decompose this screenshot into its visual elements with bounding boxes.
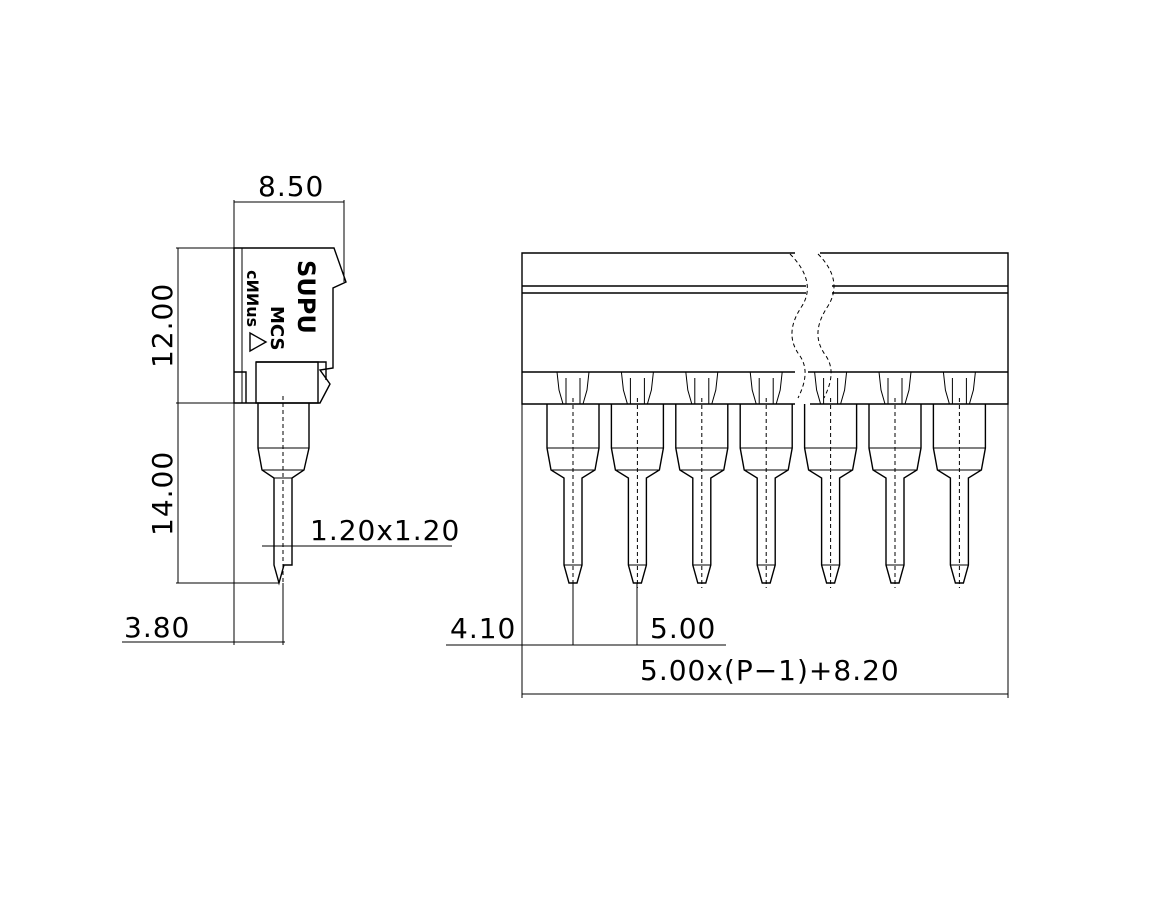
break-line-left [789,253,808,399]
side-socket-window [255,361,319,404]
pin-body [932,404,987,584]
ul-marking: cИИus [243,270,262,327]
dim-pitch-label: 5.00 [650,612,716,645]
pin-body [739,404,793,584]
pin-socket-contact [620,371,654,405]
break-line-right [817,253,835,399]
dim-pin-length-label-group: 14.00 [146,451,179,536]
dim-height-label: 12.00 [146,283,179,368]
pin-body [610,404,665,584]
pin-socket-contact [814,371,848,405]
pin-body [868,404,922,584]
front-housing-left [521,252,795,405]
front-pin [675,371,729,588]
side-view: SUPU MCS cИИus 8.50 12.00 14.00 [122,170,460,645]
dim-total-length-label: 5.00x(P−1)+8.20 [640,654,900,687]
pin-socket-contact [685,371,719,405]
front-pins [546,371,987,588]
dim-pin-size-label: 1.20x1.20 [310,514,460,547]
dim-pin-length-label: 14.00 [146,451,179,536]
side-socket-step [234,361,327,403]
model-marking: MCS [266,306,287,350]
front-pin [739,371,793,588]
dim-height-label-group: 12.00 [146,283,179,368]
pin-socket-contact [942,371,976,405]
side-markings: SUPU [292,260,320,334]
pin-body [546,404,600,584]
dim-pin-offset-label: 3.80 [124,611,190,644]
pin-socket-contact [878,371,912,405]
model-marking-group: MCS [266,306,287,350]
brand-marking: SUPU [292,260,320,334]
front-housing-right [810,252,1009,405]
front-pin [932,371,987,588]
side-pin-body [257,403,310,586]
front-pin [868,371,922,588]
dim-width-label: 8.50 [258,170,324,203]
certification-triangle-icon [249,331,268,353]
pin-body [803,404,858,584]
front-pin [803,371,858,588]
ul-marking-group: cИИus [243,270,262,327]
dim-first-pin-offset-label: 4.10 [450,612,516,645]
pin-body [675,404,729,584]
front-view: 4.10 5.00 5.00x(P−1)+8.20 [446,252,1009,698]
pin-socket-contact [556,371,590,405]
pin-socket-contact [749,371,783,405]
